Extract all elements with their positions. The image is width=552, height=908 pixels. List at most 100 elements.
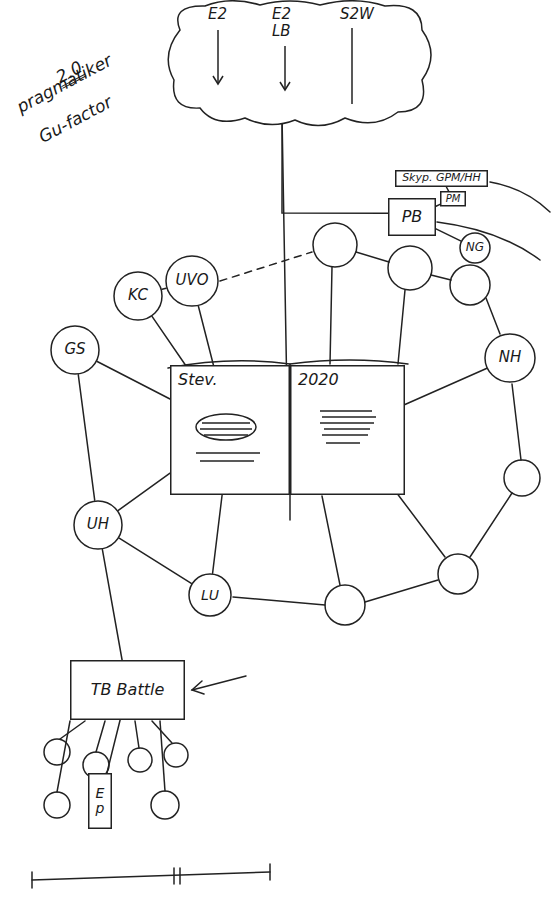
down-arrow [284,46,286,90]
circle-node: NH [484,333,536,383]
circle-node: GS [50,325,100,375]
outline [171,366,290,495]
connector-line [162,288,166,289]
outline [189,574,231,616]
spoke-line [398,290,405,364]
outline [460,233,490,263]
text-holder: PM [440,191,466,207]
cloud-shape: E2E2 LBS2W [160,0,440,130]
scribble-line [326,442,360,444]
outline [389,199,436,236]
text-holder: Skyp. GPM/HH [395,170,488,187]
cloud-shape-outline [160,0,440,130]
text-holder: TB Battle [70,660,185,720]
ring-line [486,298,500,334]
connector-line [78,375,94,500]
scribble-line [200,460,254,462]
arrow-head [213,76,223,84]
node-text: UH [87,516,109,533]
ring-line [470,493,512,557]
scribble-line [322,434,368,436]
arrow-head [192,681,204,694]
scale-tick [173,868,175,884]
text-holder: LU [188,573,232,617]
scribble-line [204,434,248,436]
outline [89,774,112,829]
connector-line [446,187,448,191]
circle-node: UVO [165,255,219,307]
text-holder: 2020 [290,365,405,495]
node-text: S2W [340,6,374,23]
circle-node: UH [73,500,123,550]
node-text: PM [446,193,461,205]
empty-circle [388,246,432,290]
outline [166,256,218,306]
outline [291,366,405,495]
text-holder: Stev. [170,365,290,495]
outline [74,501,122,549]
outline [441,192,466,206]
empty-circle [313,223,357,267]
outline [114,272,162,320]
empty-circle [44,739,70,765]
text-holder: GS [50,325,100,375]
connector-line [282,121,388,213]
empty-circle [438,554,478,594]
connector-line [436,204,440,206]
text-holder: PB [388,198,436,236]
connector-line [152,317,185,365]
text-holder: Ep [88,773,112,829]
scribble-line [202,422,250,424]
outline [51,326,99,374]
circle-node: LU [188,573,232,617]
scale-tick [31,872,33,888]
node-text: NG [466,241,484,255]
spoke-line [330,267,332,364]
scale-bar [32,872,270,880]
connector-line [213,495,223,573]
small-box: Ep [88,773,112,829]
node-text: Skyp. GPM/HH [402,172,481,185]
sketch-oval [196,414,256,440]
text-holder: NH [484,333,536,383]
text-holder: NG [459,232,491,264]
hang-line [96,721,105,752]
ring-line [365,580,438,602]
hang-line [135,721,139,748]
small-box: PM [440,191,466,207]
node-text: Ep [93,786,107,817]
scale-tick [269,864,271,880]
scribble-line [320,410,372,412]
scribble-line [322,416,376,418]
empty-circle [164,743,188,767]
node-text: KC [128,287,148,304]
ring-line [512,384,521,460]
small-box: Skyp. GPM/HH [395,170,488,187]
node-text: PB [402,208,423,226]
arrow-head [280,82,290,90]
node-text: TB Battle [91,681,164,699]
process-box: TB Battle [70,660,185,720]
connector-line [119,538,191,583]
connector-line [97,362,170,400]
node-text: UVO [175,272,208,289]
text-holder: KC [113,271,163,321]
scribble-line [324,428,370,430]
empty-circle [450,265,490,305]
connector-line [405,369,486,405]
down-arrow [351,28,353,104]
loose-line [490,182,550,212]
node-text: E2 LB [272,6,296,41]
ring-line [233,597,325,605]
hang-line [60,721,85,739]
node-text: 2020 [298,371,339,389]
empty-circle [151,791,179,819]
outline [485,334,535,382]
scribble-line [196,452,260,454]
scribble-line [200,428,252,430]
circle-node: NG [459,232,491,264]
empty-circle [128,748,152,772]
node-text: NH [499,349,522,366]
connector-line [436,229,461,241]
